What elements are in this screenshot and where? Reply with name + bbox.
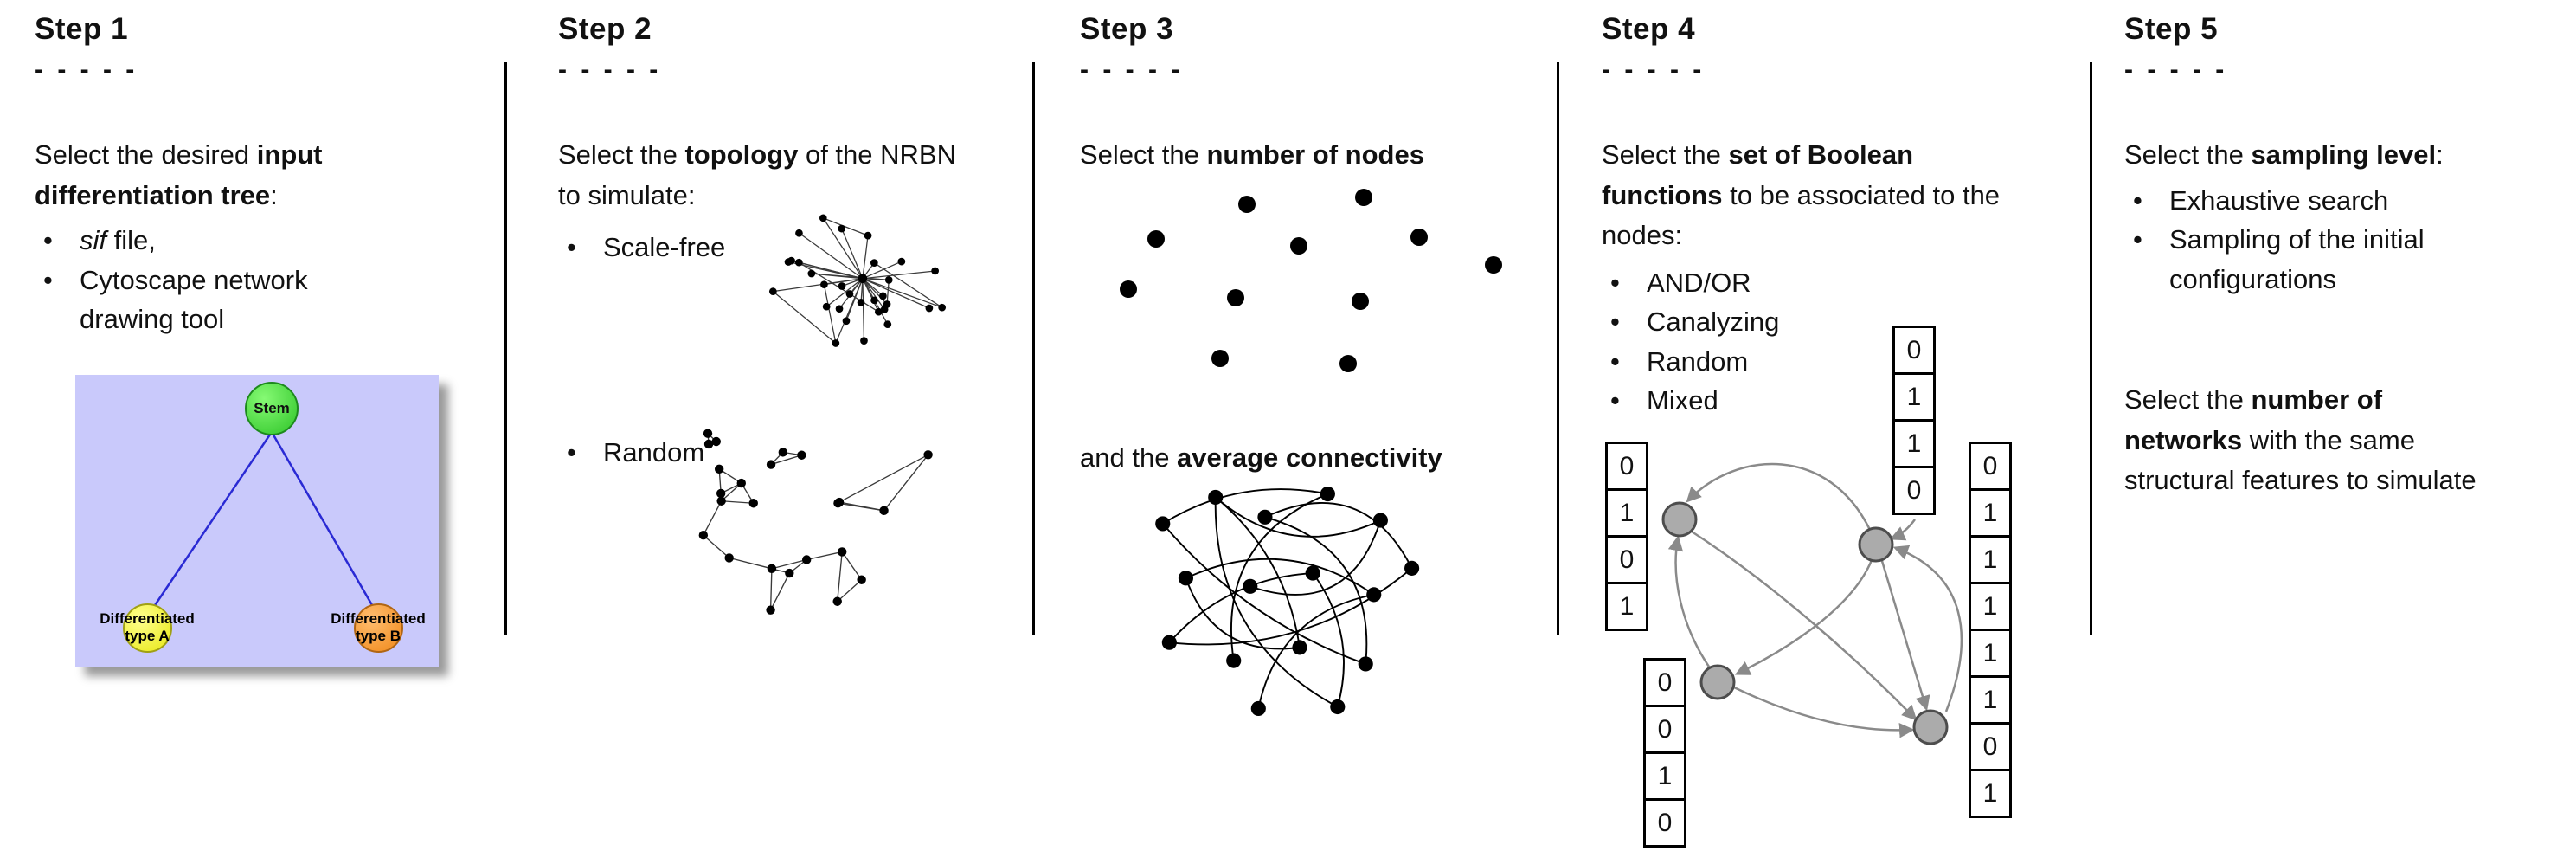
step-5-title: Step 5 xyxy=(2124,12,2219,46)
connectivity-graphic xyxy=(1155,487,1420,716)
column-divider-1 xyxy=(504,62,507,635)
truth-table-cell: 0 xyxy=(1969,442,2012,491)
step-5-intro: Select the sampling level: xyxy=(2124,139,2444,170)
step-1-bullet-list: sif file, Cytoscape network drawing tool xyxy=(35,221,357,339)
boolean-network-edges xyxy=(1661,462,1963,745)
scattered-nodes-graphic xyxy=(1120,189,1502,372)
scale-free-network-graphic xyxy=(768,214,947,347)
column-divider-4 xyxy=(2090,62,2092,635)
truth-table-cell: 1 xyxy=(1969,769,2012,818)
differentiated-type-b-node xyxy=(354,603,403,653)
bullet-exhaustive-search: Exhaustive search xyxy=(2124,181,2541,221)
step-1-intro-post: : xyxy=(270,179,278,210)
bullet-mixed: Mixed xyxy=(1602,381,2086,421)
truth-table-cell: 1 xyxy=(1892,372,1936,422)
truth-table-cell: 1 xyxy=(1969,488,2012,538)
step-2-bullet-list: Scale-free xyxy=(558,228,1030,268)
boolean-node-2 xyxy=(1858,526,1894,563)
differentiated-type-a-node xyxy=(123,603,172,653)
bullet-and-or: AND/OR xyxy=(1602,263,2086,303)
step-1-intro-bold: input differentiation tree xyxy=(35,139,323,210)
tree-edges xyxy=(146,431,380,616)
step-5-column: Step 5 - - - - - Select the sampling lev… xyxy=(2124,12,2574,495)
truth-table-cell: 0 xyxy=(1892,466,1936,515)
step-3-title: Step 3 xyxy=(1080,12,1174,46)
step-4-intro: Select the set of Boolean functions to b… xyxy=(1602,139,2001,250)
step-3-intro: Select the number of nodes xyxy=(1080,139,1424,170)
boolean-node-4 xyxy=(1912,709,1949,745)
step-5-number-of-networks-text: Select the number of networks with the s… xyxy=(2124,384,2476,495)
truth-table-cell: 0 xyxy=(1605,535,1648,584)
truth-table-cell: 0 xyxy=(1643,658,1686,707)
step-4-dashes: - - - - - xyxy=(1602,55,1706,84)
step-5-bullet-list: Exhaustive search Sampling of the initia… xyxy=(2124,181,2541,300)
step-2-column: Step 2 - - - - - Select the topology of … xyxy=(558,12,1030,615)
truth-table-cell: 1 xyxy=(1969,675,2012,725)
sif-italic: sif xyxy=(80,225,106,255)
column-divider-2 xyxy=(1032,62,1035,635)
random-network-graphic xyxy=(698,429,933,615)
truth-table-cell: 0 xyxy=(1643,705,1686,754)
column-divider-3 xyxy=(1557,62,1559,635)
truth-table-cell: 0 xyxy=(1892,326,1936,375)
step-2-dashes: - - - - - xyxy=(558,55,662,84)
step-3-column: Step 3 - - - - - Select the number of no… xyxy=(1080,12,1551,716)
bullet-sif-file: sif file, xyxy=(35,221,357,261)
step-1-title: Step 1 xyxy=(35,12,129,46)
step-4-bullet-list: AND/OR Canalyzing Random Mixed xyxy=(1602,263,2086,421)
truth-table-cell: 0 xyxy=(1643,798,1686,848)
step-1-intro-pre: Select the desired xyxy=(35,139,257,170)
truth-table-cell: 0 xyxy=(1605,442,1648,491)
stem-node: Stem xyxy=(245,382,299,435)
step-2-bullet-list-2: Random xyxy=(558,433,704,473)
truth-table-cell: 1 xyxy=(1969,582,2012,631)
step-1-intro: Select the desired input differentiation… xyxy=(35,135,398,216)
truth-table-cell: 1 xyxy=(1605,488,1648,538)
step-1-dashes: - - - - - xyxy=(35,55,138,84)
bullet-sampling-initial: Sampling of the initial configurations xyxy=(2124,220,2541,299)
step-1-column: Step 1 - - - - - Select the desired inpu… xyxy=(35,12,506,667)
step-4-column: Step 4 - - - - - Select the set of Boole… xyxy=(1602,12,2086,848)
step-2-title: Step 2 xyxy=(558,12,652,46)
step-5-dashes: - - - - - xyxy=(2124,55,2228,84)
boolean-node-3 xyxy=(1699,664,1736,700)
bullet-scale-free: Scale-free xyxy=(558,228,1030,268)
bullet-random: Random xyxy=(558,433,704,473)
truth-table-cell: 1 xyxy=(1892,419,1936,468)
boolean-node-1 xyxy=(1661,501,1698,538)
step-4-title: Step 4 xyxy=(1602,12,1696,46)
bullet-canalyzing: Canalyzing xyxy=(1602,302,2086,342)
step-3-connectivity-text: and the average connectivity xyxy=(1080,442,1442,473)
truth-table-cell: 1 xyxy=(1605,582,1648,631)
bullet-cytoscape: Cytoscape network drawing tool xyxy=(35,261,357,339)
truth-table-cell: 1 xyxy=(1969,535,2012,584)
step-3-dashes: - - - - - xyxy=(1080,55,1184,84)
truth-table-cell: 1 xyxy=(1643,751,1686,801)
truth-table-cell: 1 xyxy=(1969,629,2012,678)
truth-table-cell: 0 xyxy=(1969,722,2012,771)
bullet-random-fn: Random xyxy=(1602,342,2086,382)
step-2-intro: Select the topology of the NRBN to simul… xyxy=(558,139,956,210)
